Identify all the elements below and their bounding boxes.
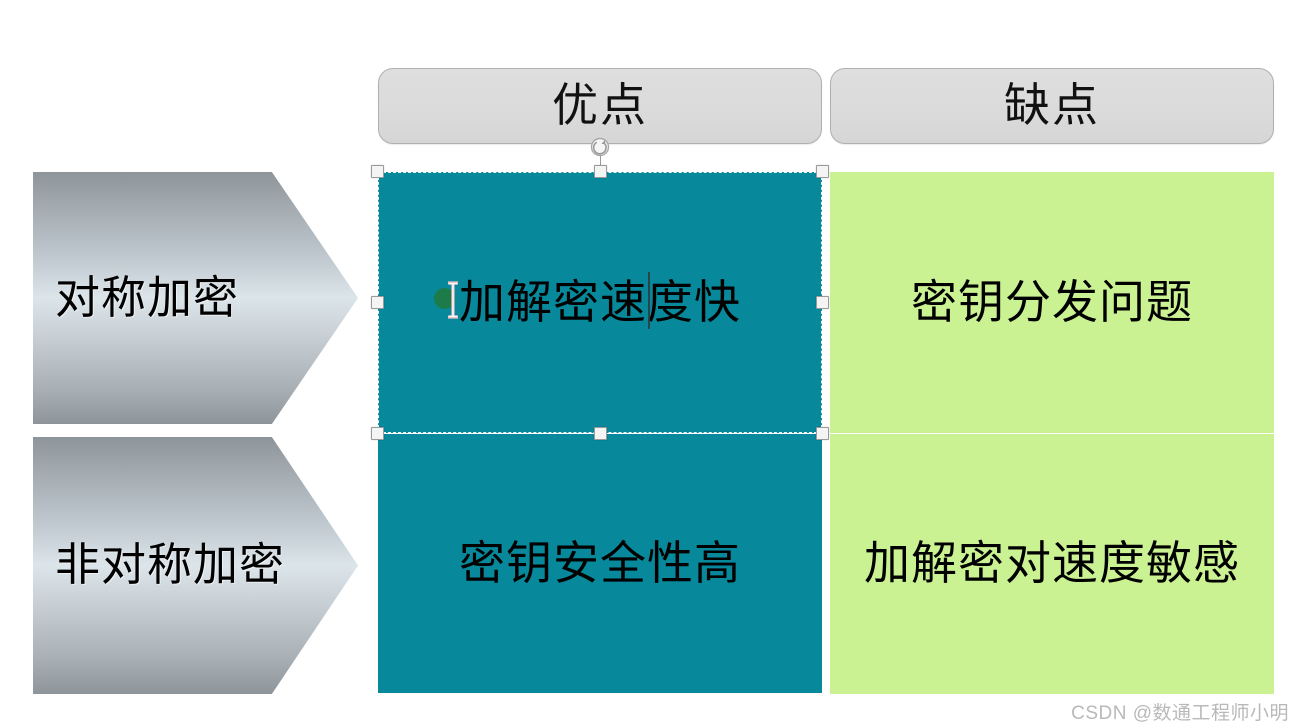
- text-ibeam-cursor-icon: [445, 281, 461, 319]
- watermark-text: CSDN @数通工程师小明: [1071, 703, 1289, 724]
- cell-asymmetric-con-text: 加解密对速度敏感: [864, 538, 1240, 589]
- rotate-icon-glyph: [590, 137, 610, 157]
- rotate-icon[interactable]: [588, 136, 612, 160]
- rotate-handle-stem: [600, 152, 601, 168]
- column-header-cons-label: 缺点: [1004, 80, 1100, 131]
- text-insertion-caret: [648, 272, 650, 329]
- row-label-symmetric-chevron[interactable]: 对称加密: [33, 172, 358, 424]
- column-header-pros[interactable]: 优点: [378, 68, 822, 144]
- cell-asymmetric-pro-text: 密钥安全性高: [459, 537, 741, 589]
- resize-handle-middle-right[interactable]: [816, 296, 829, 309]
- row-label-symmetric-text: 对称加密: [55, 272, 240, 323]
- cell-symmetric-con-text: 密钥分发问题: [911, 276, 1193, 328]
- cell-asymmetric-con[interactable]: 加解密对速度敏感: [830, 434, 1274, 694]
- resize-handle-bottom-left[interactable]: [371, 427, 384, 440]
- resize-handle-top-right[interactable]: [816, 165, 829, 178]
- row-label-asymmetric-text: 非对称加密: [55, 540, 286, 590]
- cell-symmetric-pro-text: 加解密速度快: [459, 276, 741, 328]
- resize-handle-bottom-right[interactable]: [816, 427, 829, 440]
- column-header-pros-label: 优点: [552, 80, 648, 131]
- row-label-asymmetric-chevron[interactable]: 非对称加密: [33, 437, 358, 694]
- resize-handle-bottom-center[interactable]: [594, 427, 607, 440]
- resize-handle-middle-left[interactable]: [371, 296, 384, 309]
- cell-asymmetric-pro[interactable]: 密钥安全性高: [378, 434, 822, 693]
- resize-handle-top-center[interactable]: [594, 165, 607, 178]
- resize-handle-top-left[interactable]: [371, 165, 384, 178]
- cell-symmetric-con[interactable]: 密钥分发问题: [830, 172, 1274, 433]
- green-click-dot-icon: [434, 288, 455, 309]
- column-header-cons[interactable]: 缺点: [830, 68, 1274, 144]
- text-ibeam-cursor-glyph: [448, 281, 458, 319]
